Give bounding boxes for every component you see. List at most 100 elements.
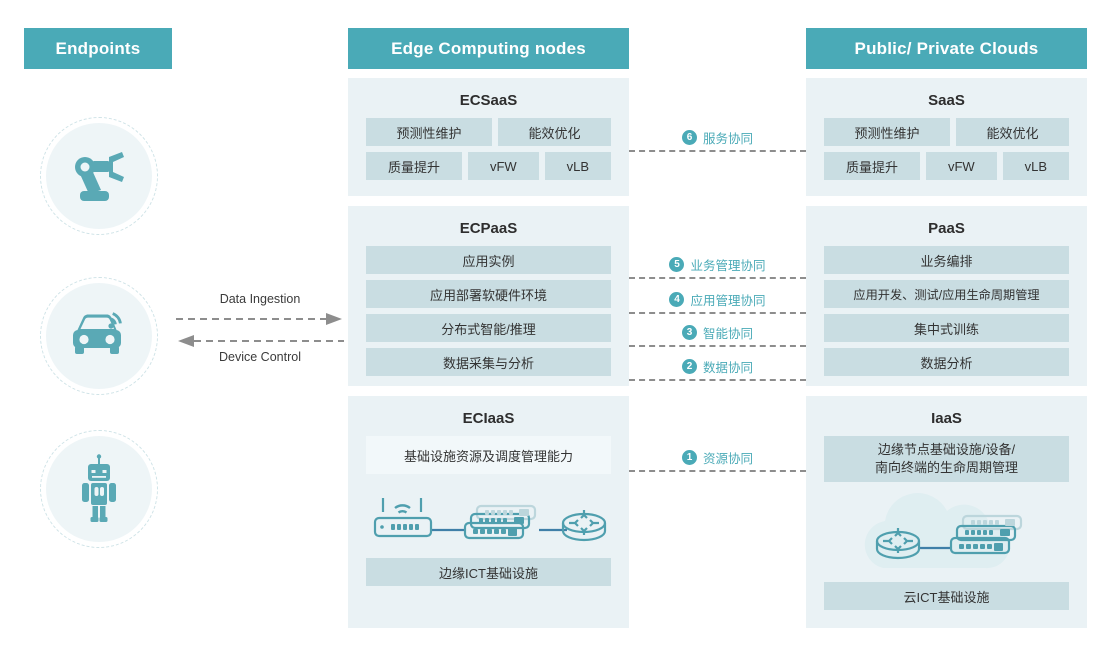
paas-tile-service-orchestration[interactable]: 业务编排 [824, 246, 1069, 274]
section-title-ecpaas: ECPaaS [459, 220, 518, 237]
column-header-edge-computing-nodes: Edge Computing nodes [348, 28, 629, 69]
connector-text-6: 服务协同 [702, 132, 753, 146]
connector-resource-collaboration: 1 资源协同 [629, 450, 806, 472]
iaas-row-capability: 边缘节点基础设施/设备/ 南向终端的生命周期管理 [824, 436, 1069, 482]
robot-icon [40, 430, 158, 548]
endpoint-disc [46, 123, 152, 229]
saas-tile-vfw[interactable]: vFW [925, 152, 997, 180]
cloud-network-icon [824, 488, 1069, 580]
section-ecpaas: ECPaaS 应用实例 应用部署软硬件环境 分布式智能/推理 数据采集与分析 [348, 206, 629, 386]
ecpaas-row-4: 数据采集与分析 [366, 348, 611, 376]
paas-row-3: 集中式训练 [824, 314, 1069, 342]
ecsaas-tile-vlb[interactable]: vLB [544, 152, 611, 180]
section-ecsaas: ECSaaS 预测性维护 能效优化 质量提升 vFW vLB [348, 78, 629, 196]
paas-row-1: 业务编排 [824, 246, 1069, 274]
ecsaas-tile-predictive-maintenance[interactable]: 预测性维护 [366, 118, 492, 146]
connector-number-2: 2 [681, 359, 697, 374]
connector-label-4: 4 应用管理协同 [629, 290, 806, 309]
ecpaas-row-2: 应用部署软硬件环境 [366, 280, 611, 308]
section-title-iaas: IaaS [931, 410, 962, 427]
connector-text-3: 智能协同 [702, 327, 753, 341]
endpoint-edge-flows: Data Ingestion Device Control [176, 292, 344, 370]
connector-text-5: 业务管理协同 [690, 259, 766, 273]
section-paas: PaaS 业务编排 应用开发、测试/应用生命周期管理 集中式训练 数据分析 [806, 206, 1087, 386]
dashed-ring-decoration [40, 117, 158, 235]
ecsaas-row-2: 质量提升 vFW vLB [366, 152, 611, 180]
connector-label-1: 1 资源协同 [629, 448, 806, 467]
paas-tile-data-analysis[interactable]: 数据分析 [824, 348, 1069, 376]
connector-dash-4 [629, 312, 806, 314]
connector-number-1: 1 [681, 450, 697, 465]
flow-label-data-ingestion: Data Ingestion [219, 292, 301, 306]
connector-text-1: 资源协同 [702, 452, 753, 466]
section-saas: SaaS 预测性维护 能效优化 质量提升 vFW vLB [806, 78, 1087, 196]
saas-tile-energy-optimization[interactable]: 能效优化 [956, 118, 1069, 146]
connector-service-collaboration: 6 服务协同 [629, 130, 806, 152]
eciaas-tile-infrastructure-capability[interactable]: 基础设施资源及调度管理能力 [366, 436, 611, 474]
connector-text-4: 应用管理协同 [690, 294, 766, 308]
ecpaas-tile-app-instance[interactable]: 应用实例 [366, 246, 611, 274]
section-title-saas: SaaS [928, 92, 965, 109]
section-title-paas: PaaS [928, 220, 965, 237]
ecpaas-tile-app-deployment-env[interactable]: 应用部署软硬件环境 [366, 280, 611, 308]
connector-dash-5 [629, 277, 806, 279]
column-header-endpoints: Endpoints [24, 28, 172, 69]
connector-label-3: 3 智能协同 [629, 323, 806, 342]
endpoint-robot-arm [40, 117, 158, 235]
connector-application-management-collaboration: 4 应用管理协同 [629, 292, 806, 314]
ecsaas-tile-energy-optimization[interactable]: 能效优化 [498, 118, 611, 146]
dashed-ring-decoration [40, 277, 158, 395]
connector-intelligence-collaboration: 3 智能协同 [629, 325, 806, 347]
dashed-ring-decoration [40, 430, 158, 548]
saas-tile-quality-improvement[interactable]: 质量提升 [824, 152, 920, 180]
connector-number-3: 3 [681, 325, 697, 340]
paas-row-4: 数据分析 [824, 348, 1069, 376]
ecpaas-tile-data-collection-analysis[interactable]: 数据采集与分析 [366, 348, 611, 376]
section-title-ecsaas: ECSaaS [459, 92, 518, 109]
flow-label-device-control: Device Control [219, 350, 301, 364]
section-eciaas: ECIaaS 基础设施资源及调度管理能力 [348, 396, 629, 628]
paas-row-2: 应用开发、测试/应用生命周期管理 [824, 280, 1069, 308]
endpoint-connected-car [40, 277, 158, 395]
saas-tile-vlb[interactable]: vLB [1002, 152, 1069, 180]
saas-row-2: 质量提升 vFW vLB [824, 152, 1069, 180]
network-devices-icon [366, 484, 611, 550]
connector-label-5: 5 业务管理协同 [629, 255, 806, 274]
ecpaas-row-1: 应用实例 [366, 246, 611, 274]
connector-label-2: 2 数据协同 [629, 357, 806, 376]
iaas-capability-line-2: 南向终端的生命周期管理 [874, 460, 1018, 475]
paas-tile-app-dev-test-lifecycle[interactable]: 应用开发、测试/应用生命周期管理 [824, 280, 1069, 308]
connector-number-4: 4 [669, 292, 685, 307]
endpoint-robot [40, 430, 158, 548]
paas-tile-centralized-training[interactable]: 集中式训练 [824, 314, 1069, 342]
ecsaas-tile-vfw[interactable]: vFW [467, 152, 539, 180]
connector-label-6: 6 服务协同 [629, 128, 806, 147]
connector-number-6: 6 [681, 130, 697, 145]
saas-tile-predictive-maintenance[interactable]: 预测性维护 [824, 118, 950, 146]
iaas-tile-lifecycle-management[interactable]: 边缘节点基础设施/设备/ 南向终端的生命周期管理 [824, 436, 1069, 482]
connector-number-5: 5 [669, 257, 685, 272]
connector-text-2: 数据协同 [702, 361, 753, 375]
eciaas-row-footer: 边缘ICT基础设施 [366, 558, 611, 586]
connector-dash-3 [629, 345, 806, 347]
saas-row-1: 预测性维护 能效优化 [824, 118, 1069, 146]
iaas-row-footer: 云ICT基础设施 [824, 582, 1069, 610]
ecpaas-tile-distributed-intelligence[interactable]: 分布式智能/推理 [366, 314, 611, 342]
eciaas-tile-edge-ict-infrastructure[interactable]: 边缘ICT基础设施 [366, 558, 611, 586]
section-iaas: IaaS 边缘节点基础设施/设备/ 南向终端的生命周期管理 [806, 396, 1087, 628]
robot-arm-icon [40, 117, 158, 235]
ecsaas-tile-quality-improvement[interactable]: 质量提升 [366, 152, 462, 180]
ecsaas-row-1: 预测性维护 能效优化 [366, 118, 611, 146]
connector-dash-2 [629, 379, 806, 381]
connector-business-management-collaboration: 5 业务管理协同 [629, 257, 806, 279]
connector-data-collaboration: 2 数据协同 [629, 359, 806, 381]
ecpaas-row-3: 分布式智能/推理 [366, 314, 611, 342]
connected-car-icon [40, 277, 158, 395]
connector-dash-1 [629, 470, 806, 472]
connector-dash-6 [629, 150, 806, 152]
column-header-public-private-clouds: Public/ Private Clouds [806, 28, 1087, 69]
iaas-capability-line-1: 边缘节点基础设施/设备/ [877, 442, 1016, 458]
iaas-tile-cloud-ict-infrastructure[interactable]: 云ICT基础设施 [824, 582, 1069, 610]
section-title-eciaas: ECIaaS [462, 410, 515, 427]
